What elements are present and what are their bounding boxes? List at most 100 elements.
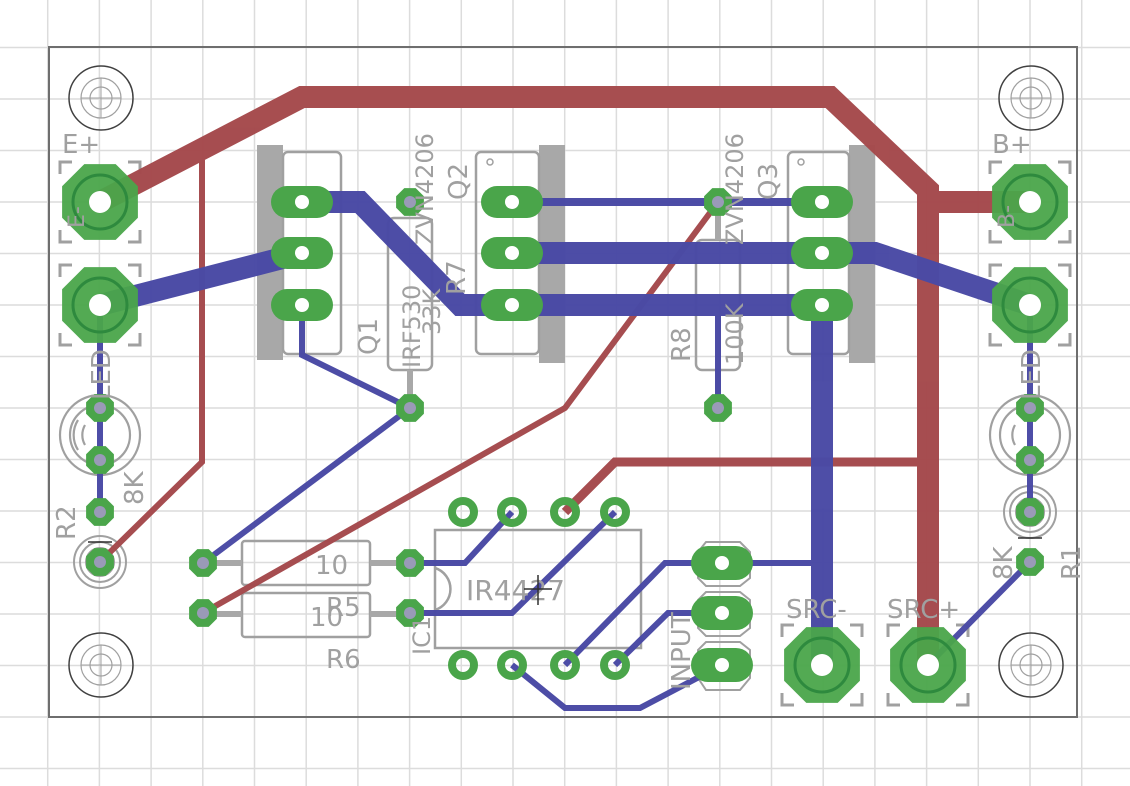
mounting-hole-bottom-left bbox=[68, 632, 134, 698]
bracket-mark bbox=[988, 160, 1002, 174]
label-r2: R2 bbox=[52, 505, 82, 540]
bracket-mark bbox=[1058, 230, 1072, 244]
label-r8-value: 100K bbox=[721, 302, 749, 365]
label-q1: Q1 bbox=[354, 318, 384, 355]
bracket-mark bbox=[988, 263, 1002, 277]
r2-outline bbox=[73, 535, 127, 589]
label-q2: Q2 bbox=[444, 163, 474, 200]
pad-small[interactable] bbox=[86, 498, 114, 526]
pad-small[interactable] bbox=[1016, 394, 1044, 422]
pad-small[interactable] bbox=[704, 394, 732, 422]
bracket-mark bbox=[1058, 333, 1072, 347]
pad-small[interactable] bbox=[396, 394, 424, 422]
trace-top-power bbox=[94, 86, 939, 665]
pad-small[interactable] bbox=[1016, 446, 1044, 474]
label-led-left: LED bbox=[87, 349, 117, 400]
pad-q3-pin2[interactable] bbox=[791, 237, 853, 269]
pad-input-pin1[interactable] bbox=[691, 546, 753, 580]
pad-small[interactable] bbox=[189, 549, 217, 577]
label-r5-value: 10 bbox=[315, 551, 348, 581]
pad-src-minus[interactable] bbox=[784, 627, 860, 703]
pad-src-plus[interactable] bbox=[890, 627, 966, 703]
pad-input-pin3[interactable] bbox=[691, 648, 753, 682]
pad-q2-pin3[interactable] bbox=[481, 289, 543, 321]
pad-small[interactable] bbox=[1016, 548, 1044, 576]
pad-small[interactable] bbox=[86, 548, 114, 576]
origin-marks bbox=[88, 537, 1042, 605]
pad-small[interactable] bbox=[1016, 498, 1044, 526]
bracket-mark bbox=[1058, 160, 1072, 174]
mounting-hole-top-right bbox=[998, 65, 1064, 131]
label-r8: R8 bbox=[667, 327, 697, 362]
bracket-mark bbox=[850, 693, 864, 707]
label-r1-value: 8K bbox=[989, 545, 1019, 580]
pad-q1-pin1[interactable] bbox=[271, 186, 333, 218]
label-src-minus: SRC- bbox=[786, 595, 847, 625]
pad-ic1-pin2[interactable] bbox=[497, 650, 527, 680]
pad-small[interactable] bbox=[189, 599, 217, 627]
label-input: INPUT bbox=[667, 612, 697, 690]
pad-q3-pin3[interactable] bbox=[791, 289, 853, 321]
pad-small[interactable] bbox=[86, 446, 114, 474]
bracket-mark bbox=[780, 623, 794, 637]
pad-q1-pin2[interactable] bbox=[271, 237, 333, 269]
silkscreen-text: E+ B+ E- B- LED LED R2 8K R1 8K Q1 IRF53… bbox=[52, 130, 1087, 690]
bracket-mark bbox=[58, 263, 72, 277]
bracket-mark bbox=[128, 230, 142, 244]
bracket-mark bbox=[128, 333, 142, 347]
mounting-hole-bottom-right bbox=[998, 632, 1064, 698]
pad-e-plus[interactable] bbox=[62, 164, 138, 240]
pad-input-pin2[interactable] bbox=[691, 596, 753, 630]
trace-bot-ic-r5 bbox=[410, 509, 515, 566]
bracket-mark bbox=[850, 623, 864, 637]
label-r2-value: 8K bbox=[120, 470, 150, 505]
pad-ic1-pin6[interactable] bbox=[550, 497, 580, 527]
pad-q3-pin1[interactable] bbox=[791, 186, 853, 218]
label-q1-value: IRF530 bbox=[398, 285, 426, 368]
top-copper-layer bbox=[94, 86, 1030, 665]
pad-ic1-pin3[interactable] bbox=[550, 650, 580, 680]
pads-layer bbox=[62, 164, 1068, 703]
bracket-mark bbox=[58, 333, 72, 347]
label-r6: R6 bbox=[326, 645, 361, 675]
label-q2-value: ZVN4206 bbox=[411, 133, 439, 245]
pad-ic1-pin8[interactable] bbox=[448, 497, 478, 527]
pad-small[interactable] bbox=[396, 599, 424, 627]
pad-small[interactable] bbox=[396, 188, 424, 216]
bracket-mark bbox=[58, 160, 72, 174]
trace-bot-q1-gate-gnd bbox=[302, 191, 833, 665]
pad-ic1-pin4[interactable] bbox=[600, 650, 630, 680]
pad-e-minus[interactable] bbox=[62, 267, 138, 343]
bracket-mark bbox=[58, 230, 72, 244]
pad-q2-pin1[interactable] bbox=[481, 186, 543, 218]
trace-top-r8 bbox=[201, 200, 721, 616]
label-e-minus: E- bbox=[65, 206, 90, 228]
pad-small[interactable] bbox=[396, 549, 424, 577]
pad-ic1-pin7[interactable] bbox=[497, 497, 527, 527]
label-r7: R7 bbox=[442, 260, 472, 295]
label-r6-value: 10 bbox=[310, 603, 343, 633]
bracket-mark bbox=[128, 263, 142, 277]
pad-b-plus[interactable] bbox=[992, 164, 1068, 240]
pad-small[interactable] bbox=[86, 394, 114, 422]
r5-outline bbox=[215, 539, 398, 587]
pad-q2-pin2[interactable] bbox=[481, 237, 543, 269]
label-q3-value: ZVN4206 bbox=[721, 133, 749, 245]
label-led-right: LED bbox=[1017, 349, 1047, 400]
label-src-plus: SRC+ bbox=[887, 595, 960, 625]
bracket-mark bbox=[988, 230, 1002, 244]
label-b-plus: B+ bbox=[992, 130, 1032, 160]
pad-b-minus[interactable] bbox=[992, 267, 1068, 343]
pad-small[interactable] bbox=[704, 188, 732, 216]
pad-q1-pin3[interactable] bbox=[271, 289, 333, 321]
pad-ic1-pin5[interactable] bbox=[600, 497, 630, 527]
mounting-hole-top-left bbox=[68, 65, 134, 131]
label-b-minus: B- bbox=[995, 205, 1020, 228]
pad-ic1-pin1[interactable] bbox=[448, 650, 478, 680]
r6-outline bbox=[215, 591, 398, 639]
label-r1: R1 bbox=[1057, 545, 1087, 580]
trace-bot-input-3 bbox=[510, 662, 724, 711]
bracket-mark bbox=[1058, 263, 1072, 277]
trace-top-r2 bbox=[97, 160, 205, 565]
